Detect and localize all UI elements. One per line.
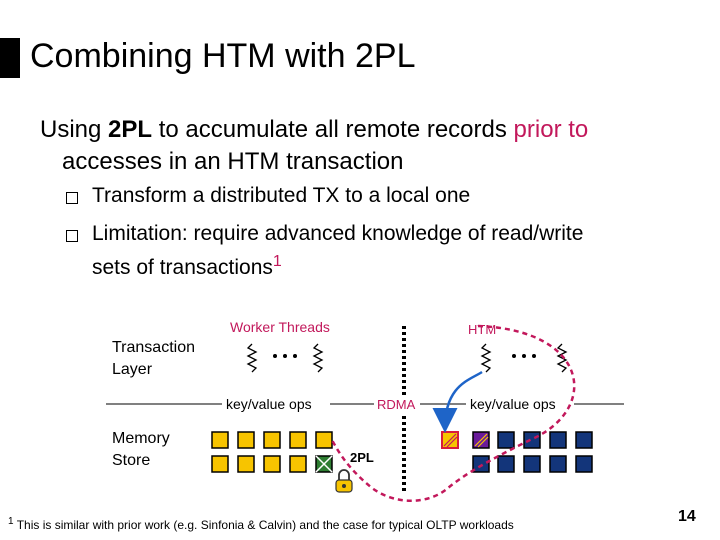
sub-bullet-2: Limitation: require advanced knowledge o… xyxy=(92,222,584,245)
ellipsis-dot xyxy=(522,354,526,358)
sub-bullet-box-1 xyxy=(66,192,78,204)
record-cell xyxy=(289,455,307,473)
thread-squiggle-icon xyxy=(312,343,324,373)
footnote-mark: 1 xyxy=(8,516,14,527)
htm-region-outline xyxy=(330,324,576,502)
title-accent-bar xyxy=(0,38,20,78)
lock-icon xyxy=(335,469,353,493)
main-bullet-line-2: accesses in an HTM transaction xyxy=(62,148,404,175)
main-bullet-line-1: Using 2PL to accumulate all remote recor… xyxy=(40,114,700,146)
thread-squiggle-icon xyxy=(246,343,258,373)
memory-store-label-2: Store xyxy=(112,452,150,469)
memory-store-label-1: Memory xyxy=(112,430,170,447)
remote-record-cell xyxy=(549,431,567,449)
kv-ops-right-bg xyxy=(466,395,574,413)
remote-record-cell xyxy=(549,455,567,473)
record-cell xyxy=(263,431,281,449)
rdma-label-bg xyxy=(374,395,420,413)
sub-bullet-box-2 xyxy=(66,230,78,242)
remote-record-cell xyxy=(523,431,541,449)
remote-record-cell xyxy=(472,455,490,473)
page-number: 14 xyxy=(678,508,696,525)
record-cell xyxy=(289,431,307,449)
main-bullet-prefix: Using xyxy=(40,116,109,143)
htm-label: HTM xyxy=(468,322,496,337)
remote-record-cell xyxy=(497,455,515,473)
record-cell xyxy=(237,455,255,473)
ellipsis-dot xyxy=(273,354,277,358)
slide-title: Combining HTM with 2PL xyxy=(30,37,416,75)
main-bullet-middle: to accumulate all remote records xyxy=(152,116,514,143)
kv-ops-left-bg xyxy=(222,395,330,413)
transaction-layer-label-1: Transaction xyxy=(112,339,195,356)
remote-record-cell xyxy=(575,455,593,473)
remote-record-cell xyxy=(497,431,515,449)
ellipsis-dot xyxy=(293,354,297,358)
ellipsis-dot xyxy=(532,354,536,358)
twopl-label: 2PL xyxy=(350,450,374,465)
sub-bullet-3: sets of transactions1 xyxy=(92,248,282,282)
access-arrow-icon xyxy=(432,370,483,433)
record-cell xyxy=(263,455,281,473)
kv-ops-left-label: key/value ops xyxy=(226,396,312,412)
sub-bullet-1: Transform a distributed TX to a local on… xyxy=(92,184,471,207)
htm-label-bg xyxy=(466,320,502,338)
sub-bullet-3-text: sets of transactions xyxy=(92,256,273,279)
ellipsis-dot xyxy=(512,354,516,358)
cross-mark xyxy=(315,455,333,473)
local-records xyxy=(211,431,333,473)
kv-ops-right-label: key/value ops xyxy=(470,396,556,412)
main-bullet-accent: prior to xyxy=(513,116,589,143)
main-bullet-strong: 2PL xyxy=(108,116,153,143)
ellipsis-dot xyxy=(283,354,287,358)
footnote-reference: 1 xyxy=(272,253,282,270)
remote-record-cell xyxy=(523,455,541,473)
twopl-label-bg xyxy=(346,448,378,466)
rdma-label: RDMA xyxy=(377,397,416,412)
thread-squiggle-icon xyxy=(556,343,568,373)
worker-threads-label: Worker Threads xyxy=(230,319,330,335)
transaction-layer-label-2: Layer xyxy=(112,361,153,378)
footnote: 1 This is similar with prior work (e.g. … xyxy=(8,516,514,532)
record-cell xyxy=(211,455,229,473)
thread-squiggle-icon xyxy=(480,343,492,373)
record-cell xyxy=(315,431,333,449)
record-cell xyxy=(211,431,229,449)
remote-record-cell xyxy=(575,431,593,449)
footnote-text: This is similar with prior work (e.g. Si… xyxy=(16,518,514,532)
record-cell xyxy=(237,431,255,449)
main-bullet: Using 2PL to accumulate all remote recor… xyxy=(40,114,700,178)
remote-records xyxy=(441,431,593,473)
